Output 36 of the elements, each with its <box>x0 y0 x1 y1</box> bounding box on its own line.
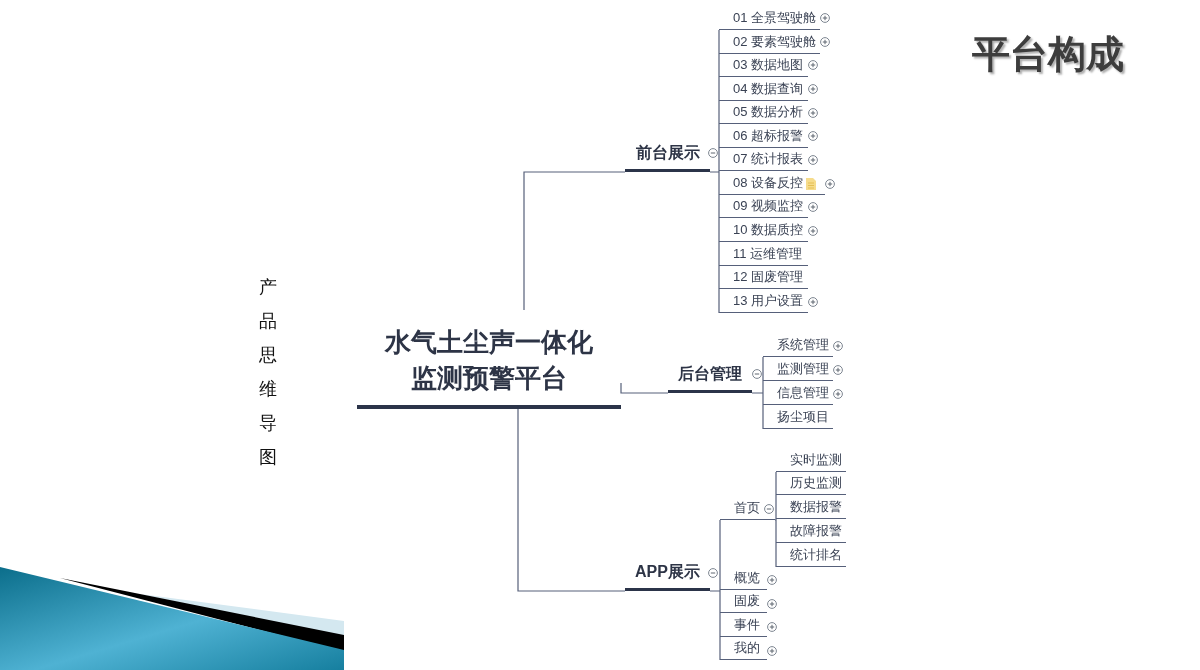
subtopic: 我的 <box>720 638 767 660</box>
subtopic: 05 数据分析 <box>719 102 808 124</box>
connector-line <box>751 356 764 430</box>
subtopic: 扬尘项目 <box>763 407 833 429</box>
connector-line <box>774 471 777 568</box>
subtopic: 统计排名 <box>776 545 846 567</box>
subtopic: 概览 <box>720 568 767 590</box>
subtopic: 数据报警 <box>776 497 846 519</box>
subtopic: 11 运维管理 <box>719 244 808 266</box>
subtopic: 04 数据查询 <box>719 79 808 101</box>
subtopic: 故障报警 <box>776 521 846 543</box>
connector-line <box>709 29 720 314</box>
subtopic: 事件 <box>720 615 767 637</box>
connector-line <box>620 382 669 394</box>
subtopic: 实时监测 <box>776 450 846 472</box>
subtopic: 01 全景驾驶舱 <box>719 8 820 30</box>
connector-line <box>517 408 626 592</box>
subtopic: 12 固废管理 <box>719 267 808 289</box>
subtopic: 信息管理 <box>763 383 833 405</box>
slide-title: 平台构成 <box>972 32 1124 77</box>
subtopic: 固废 <box>720 591 767 613</box>
subtopic: 10 数据质控 <box>719 220 808 242</box>
subtopic: 06 超标报警 <box>719 126 808 148</box>
connector-line <box>523 171 626 311</box>
main-topic: 后台管理 <box>668 361 752 393</box>
central-topic: 水气土尘声一体化监测预警平台 <box>357 310 621 409</box>
subtopic: 02 要素驾驶舱 <box>719 32 820 54</box>
subtopic: 历史监测 <box>776 473 846 495</box>
vertical-label: 产品思维导图 <box>258 276 278 469</box>
subtopic: 07 统计报表 <box>719 149 808 171</box>
subtopic: 13 用户设置 <box>719 291 808 313</box>
connector-line <box>709 519 721 661</box>
subtopic: 系统管理 <box>763 335 833 357</box>
subtopic: 03 数据地图 <box>719 55 808 77</box>
subtopic: 监测管理 <box>763 359 833 381</box>
subtopic: 09 视频监控 <box>719 196 808 218</box>
